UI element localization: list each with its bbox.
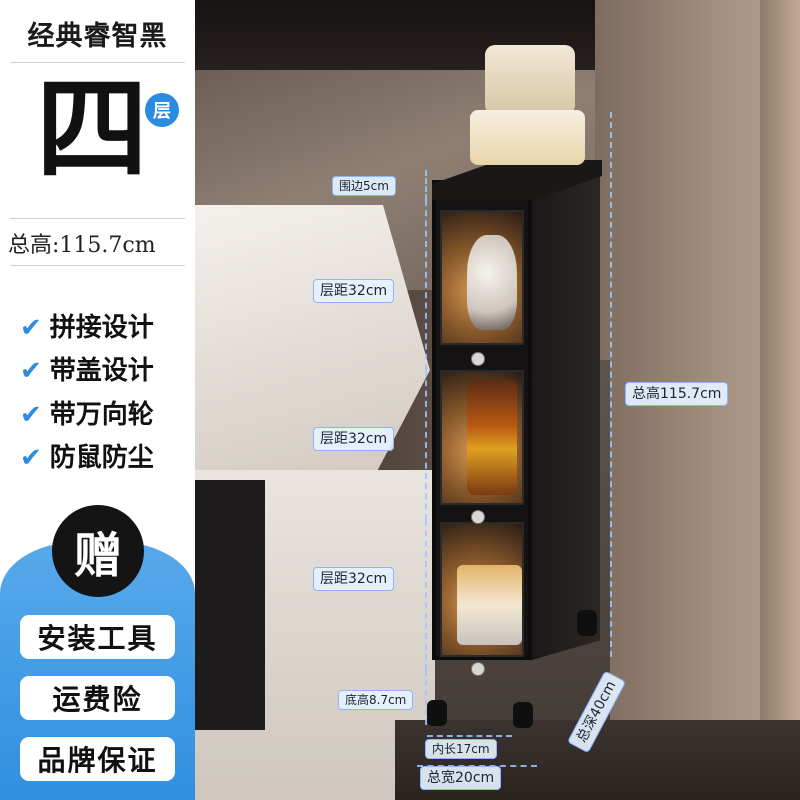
dim-total-width-label: 总宽20cm	[420, 766, 502, 790]
caster-wheel-3	[577, 610, 597, 636]
dim-layer-1-label: 层距32cm	[313, 279, 395, 303]
spice-jars	[457, 565, 522, 645]
caster-wheel-1	[427, 700, 447, 726]
dim-layer-3-label: 层距32cm	[313, 567, 395, 591]
dim-line-layer-3	[425, 520, 427, 670]
cart-side-panel	[532, 170, 600, 660]
caster-wheel-2	[513, 702, 533, 728]
gift-item-install-tools: 安装工具	[20, 615, 175, 659]
dim-layer-2-label: 层距32cm	[313, 427, 395, 451]
divider-top	[10, 62, 185, 63]
gift-item-brand-guarantee: 品牌保证	[20, 737, 175, 781]
dim-line-layer-1	[425, 200, 427, 370]
kettle	[467, 235, 517, 330]
left-info-panel: 经典睿智黑 四 层 总高:115.7cm ✔拼接设计 ✔带盖设计 ✔带万向轮 ✔…	[0, 0, 195, 800]
feature-text-2: 带盖设计	[49, 356, 154, 386]
feature-item-4: ✔防鼠防尘	[20, 437, 154, 474]
dim-line-layer-2	[425, 370, 427, 520]
check-icon: ✔	[20, 356, 42, 386]
kitchen-counter	[195, 205, 430, 505]
fridge-side	[760, 0, 800, 800]
gift-badge: 赠	[52, 505, 144, 597]
dim-total-height-label: 总高115.7cm	[625, 382, 729, 406]
door-handle-3	[471, 662, 485, 676]
divider-bottom	[10, 265, 185, 266]
divider-mid	[10, 218, 185, 219]
toaster	[485, 45, 575, 115]
dim-line-total-height	[610, 112, 612, 657]
dim-rim-label: 围边5cm	[332, 176, 396, 196]
gift-item-shipping-insurance: 运费险	[20, 676, 175, 720]
dim-inner-len-label: 内长17cm	[425, 739, 497, 759]
door-handle-2	[471, 510, 485, 524]
dim-line-bottom	[425, 670, 427, 725]
feature-item-2: ✔带盖设计	[20, 350, 154, 387]
feature-item-3: ✔带万向轮	[20, 394, 154, 431]
feature-text-1: 拼接设计	[49, 313, 154, 343]
product-photo: 围边5cm 层距32cm 层距32cm 层距32cm 底高8.7cm 内长17c…	[195, 0, 800, 800]
door-handle-1	[471, 352, 485, 366]
oven-edge	[195, 480, 265, 730]
dim-line-rim	[425, 170, 427, 200]
total-height-text: 总高:115.7cm	[8, 233, 156, 258]
product-title: 经典睿智黑	[27, 21, 168, 52]
check-icon: ✔	[20, 443, 42, 473]
oil-bottle	[467, 380, 517, 495]
top-tray	[470, 110, 585, 165]
feature-item-1: ✔拼接设计	[20, 307, 154, 344]
check-icon: ✔	[20, 400, 42, 430]
layer-count: 四	[36, 64, 148, 195]
feature-text-3: 带万向轮	[49, 400, 154, 430]
layer-suffix-badge: 层	[145, 93, 179, 127]
feature-text-4: 防鼠防尘	[49, 443, 154, 473]
dim-line-inner-len	[427, 735, 512, 737]
dim-bottom-label: 底高8.7cm	[338, 690, 414, 710]
check-icon: ✔	[20, 313, 42, 343]
